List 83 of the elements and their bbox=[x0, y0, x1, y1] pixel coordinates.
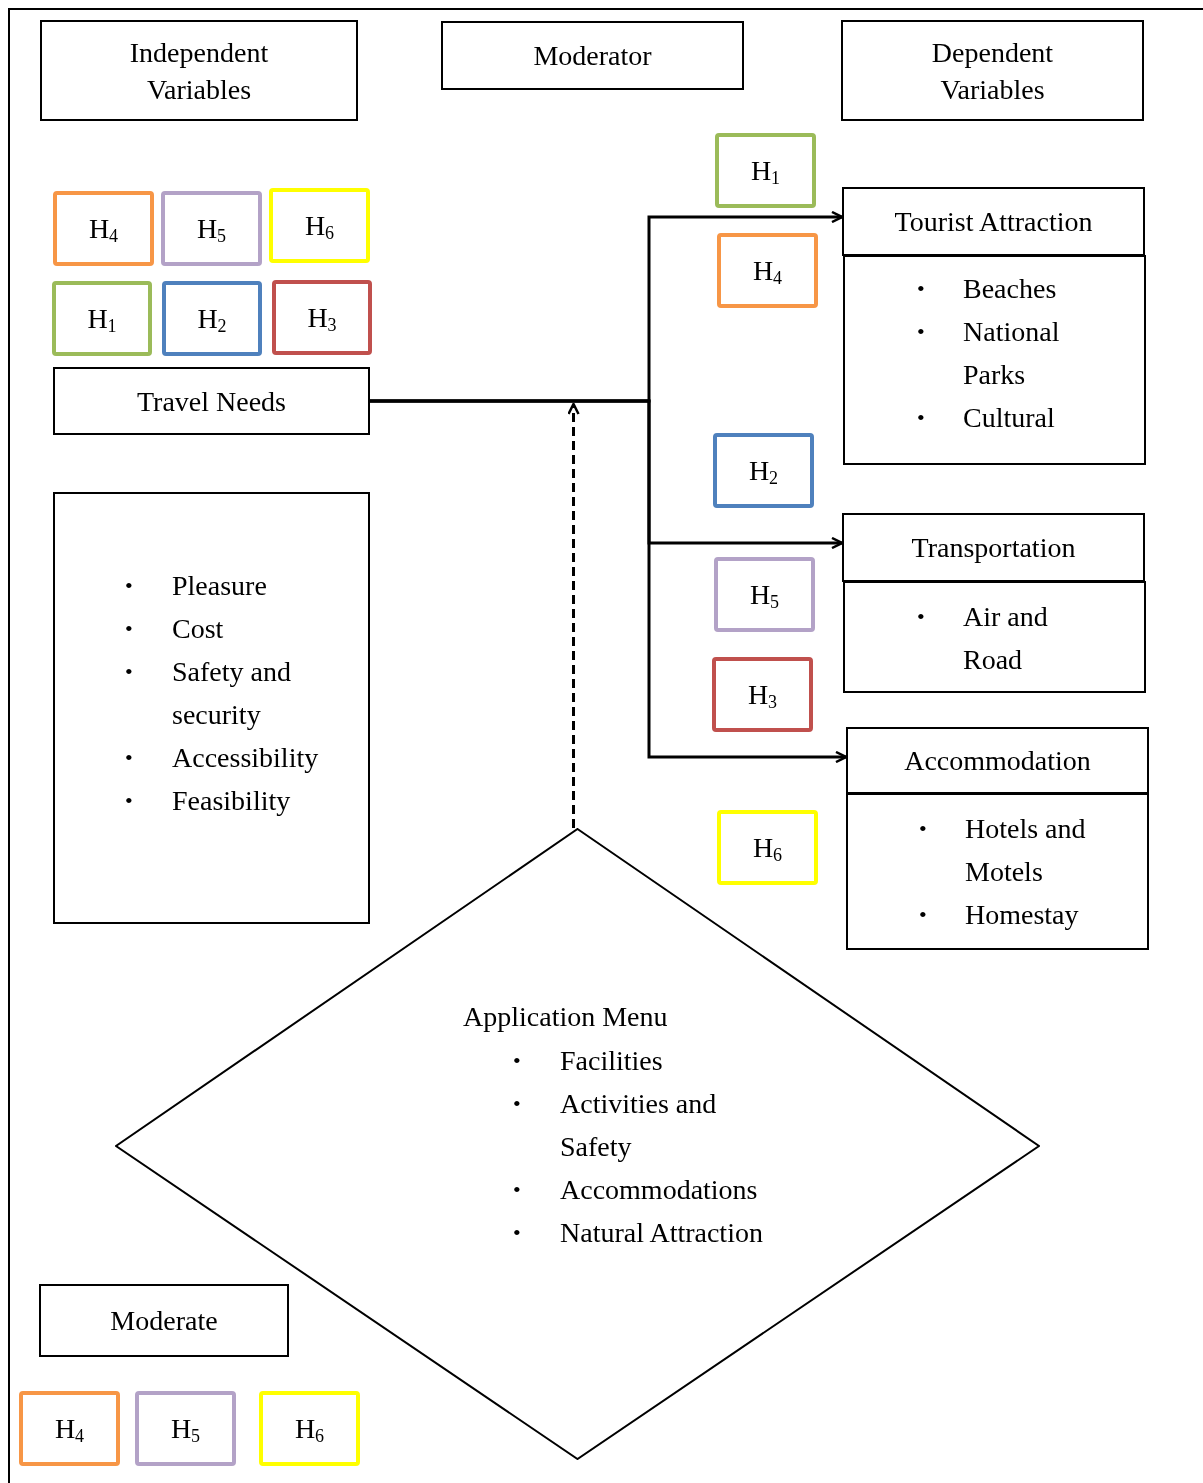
bullet: • bbox=[125, 658, 134, 686]
list-item: Accessibility bbox=[172, 741, 320, 775]
bullet: • bbox=[125, 572, 134, 600]
hypothesis-box bbox=[52, 281, 152, 356]
label-box bbox=[842, 187, 1145, 256]
list-item: Safety and security bbox=[172, 655, 292, 732]
hypothesis-label: H$_{6}$ bbox=[294, 1414, 325, 1443]
list-item: Natural Attraction bbox=[560, 1216, 764, 1250]
bullet: • bbox=[919, 815, 928, 843]
label-box bbox=[842, 513, 1145, 582]
list-item: Air and Road bbox=[963, 600, 1049, 677]
list-item: Facilities bbox=[560, 1044, 664, 1078]
box-label: Tourist Attraction bbox=[894, 205, 1093, 239]
bullet: • bbox=[917, 318, 926, 346]
hypothesis-label: H$_{5}$ bbox=[196, 214, 227, 243]
bullet: • bbox=[513, 1219, 522, 1247]
bullet: • bbox=[919, 901, 928, 929]
bullet: • bbox=[917, 275, 926, 303]
hypothesis-label: H$_{4}$ bbox=[752, 256, 783, 285]
hypothesis-box bbox=[715, 133, 816, 208]
label-box bbox=[53, 367, 370, 435]
bullet: • bbox=[125, 787, 134, 815]
label-box bbox=[39, 1284, 289, 1357]
hypothesis-box bbox=[259, 1391, 360, 1466]
box-label: Independent Variables bbox=[128, 35, 270, 107]
list-item: Beaches bbox=[963, 272, 1058, 306]
list-item: Homestay bbox=[965, 898, 1080, 932]
hypothesis-box bbox=[19, 1391, 120, 1466]
hypothesis-label: H$_{3}$ bbox=[747, 680, 778, 709]
hypothesis-box bbox=[161, 191, 262, 266]
list-item: National Parks bbox=[963, 315, 1061, 392]
hypothesis-label: H$_{5}$ bbox=[170, 1414, 201, 1443]
bullet: • bbox=[513, 1176, 522, 1204]
list-item: Accommodations bbox=[560, 1173, 759, 1207]
hypothesis-box bbox=[717, 233, 818, 308]
list-item: Pleasure bbox=[172, 569, 268, 603]
list-box bbox=[846, 793, 1149, 950]
diamond-heading: Application Menu bbox=[463, 1000, 668, 1034]
bullet: • bbox=[125, 615, 134, 643]
hypothesis-label: H$_{2}$ bbox=[748, 456, 779, 485]
box-label: Moderate bbox=[110, 1304, 218, 1338]
arrow bbox=[567, 402, 580, 828]
list-box bbox=[53, 492, 370, 924]
list-item: Cost bbox=[172, 612, 225, 646]
label-box bbox=[441, 21, 744, 90]
hypothesis-label: H$_{1}$ bbox=[87, 304, 117, 333]
list-box bbox=[843, 255, 1146, 465]
label-box bbox=[846, 727, 1149, 794]
hypothesis-label: H$_{6}$ bbox=[304, 211, 335, 240]
hypothesis-box bbox=[717, 810, 818, 885]
bullet: • bbox=[513, 1090, 522, 1118]
label-box bbox=[841, 20, 1144, 121]
list-item: Cultural bbox=[963, 401, 1056, 435]
box-label: Travel Needs bbox=[136, 384, 287, 419]
hypothesis-box bbox=[712, 657, 813, 732]
hypothesis-box bbox=[272, 280, 372, 355]
hypothesis-box bbox=[53, 191, 154, 266]
arrow bbox=[370, 399, 848, 764]
box-label: Transportation bbox=[911, 531, 1076, 565]
bullet: • bbox=[917, 603, 926, 631]
hypothesis-box bbox=[162, 281, 262, 356]
box-label: Moderator bbox=[533, 39, 652, 73]
list-box bbox=[843, 581, 1146, 693]
bullet: • bbox=[125, 744, 134, 772]
hypothesis-label: H$_{1}$ bbox=[750, 156, 781, 185]
list-item: Feasibility bbox=[172, 784, 292, 818]
label-box bbox=[40, 20, 358, 121]
hypothesis-label: H$_{3}$ bbox=[307, 303, 337, 332]
hypothesis-label: H$_{2}$ bbox=[197, 304, 227, 333]
bullet: • bbox=[513, 1047, 522, 1075]
hypothesis-box bbox=[713, 433, 814, 508]
hypothesis-label: H$_{5}$ bbox=[749, 580, 780, 609]
box-label: Dependent Variables bbox=[930, 35, 1055, 107]
hypothesis-box bbox=[135, 1391, 236, 1466]
list-item: Hotels and Motels bbox=[965, 812, 1087, 889]
list-item: Activities and Safety bbox=[560, 1087, 718, 1164]
hypothesis-label: H$_{6}$ bbox=[752, 833, 783, 862]
hypothesis-box bbox=[269, 188, 370, 263]
hypothesis-box bbox=[714, 557, 815, 632]
bullet: • bbox=[917, 404, 926, 432]
hypothesis-label: H$_{4}$ bbox=[54, 1414, 85, 1443]
box-label: Accommodation bbox=[904, 744, 1091, 778]
hypothesis-label: H$_{4}$ bbox=[88, 214, 119, 243]
